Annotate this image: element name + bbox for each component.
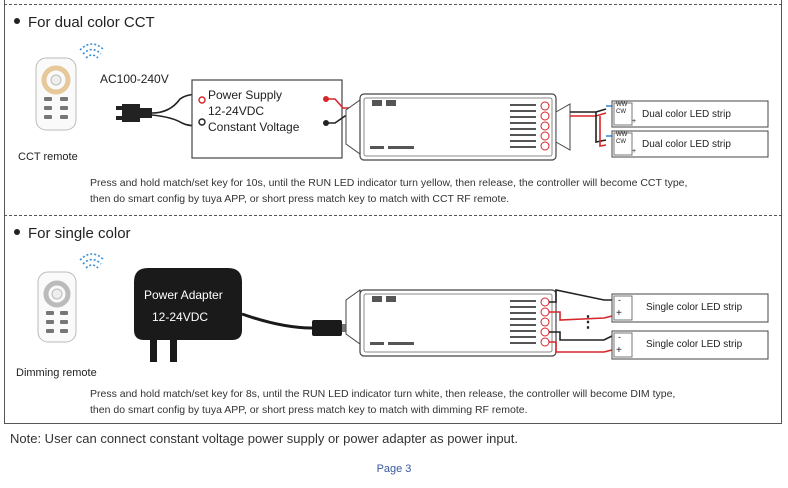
led-strip-dual-2 [611, 130, 769, 158]
wifi-signal-icon [79, 253, 105, 269]
input-voltage-label: AC100-240V [100, 72, 169, 86]
strip-pin-plus: + [616, 308, 622, 319]
wifi-signal-icon [79, 43, 105, 59]
strip-pin-cw: CW [616, 109, 626, 115]
description-dim-line-2: then do smart config by tuya APP, or sho… [90, 404, 528, 416]
adapter-line-1: Power Adapter [144, 288, 223, 302]
cct-remote-label: CCT remote [18, 151, 78, 163]
output-wires-1 [570, 105, 612, 147]
strip-pin-plus: + [632, 148, 637, 155]
cct-remote-icon [35, 57, 77, 131]
power-adapter-icon [134, 268, 356, 362]
ac-plug-icon [116, 93, 203, 127]
led-controller-1 [345, 93, 571, 161]
power-supply-line-2: 12-24VDC [208, 104, 265, 118]
strip-pin-minus: - [618, 295, 621, 305]
led-controller-2 [345, 289, 557, 357]
led-strip-single-1 [611, 293, 769, 323]
bullet-icon [14, 229, 20, 236]
strip-label-single-1: Single color LED strip [646, 302, 743, 313]
terminal-screw-icon [198, 96, 329, 126]
strip-pin-minus: - [618, 332, 621, 342]
section-divider [4, 215, 782, 216]
strip-pin-cw: CW [616, 139, 626, 145]
page-number: Page 3 [376, 463, 412, 475]
strip-label-single-2: Single color LED strip [646, 339, 743, 350]
adapter-line-2: 12-24VDC [152, 310, 209, 324]
strip-pin-ww: WW [616, 102, 628, 108]
power-supply-box [191, 79, 343, 159]
strip-pin-plus: + [616, 345, 622, 356]
led-strip-dual-1 [611, 100, 769, 128]
led-strip-single-2 [611, 330, 769, 360]
strip-label-dual-1: Dual color LED strip [642, 109, 731, 120]
content-frame [4, 0, 782, 424]
strip-pin-ww: WW [616, 132, 628, 138]
description-cct-line-1: Press and hold match/set key for 10s, un… [90, 177, 688, 189]
description-dim-line-1: Press and hold match/set key for 8s, unt… [90, 388, 676, 400]
top-dashed-border [4, 4, 782, 5]
power-supply-line-1: Power Supply [208, 88, 283, 102]
strip-label-dual-2: Dual color LED strip [642, 139, 731, 150]
output-wires-2 [549, 289, 613, 353]
more-strips-ellipsis: ⋮ [580, 314, 596, 331]
dimming-remote-icon [37, 271, 77, 343]
description-cct-line-2: then do smart config by tuya APP, or sho… [90, 193, 510, 205]
dimming-remote-label: Dimming remote [16, 367, 97, 379]
strip-pin-plus: + [632, 118, 637, 125]
power-input-note: Note: User can connect constant voltage … [10, 431, 519, 446]
section-title-single-color: For single color [14, 225, 131, 242]
section-title-dual-cct: For dual color CCT [14, 14, 155, 31]
power-supply-line-3: Constant Voltage [208, 120, 300, 134]
bullet-icon [14, 18, 20, 25]
